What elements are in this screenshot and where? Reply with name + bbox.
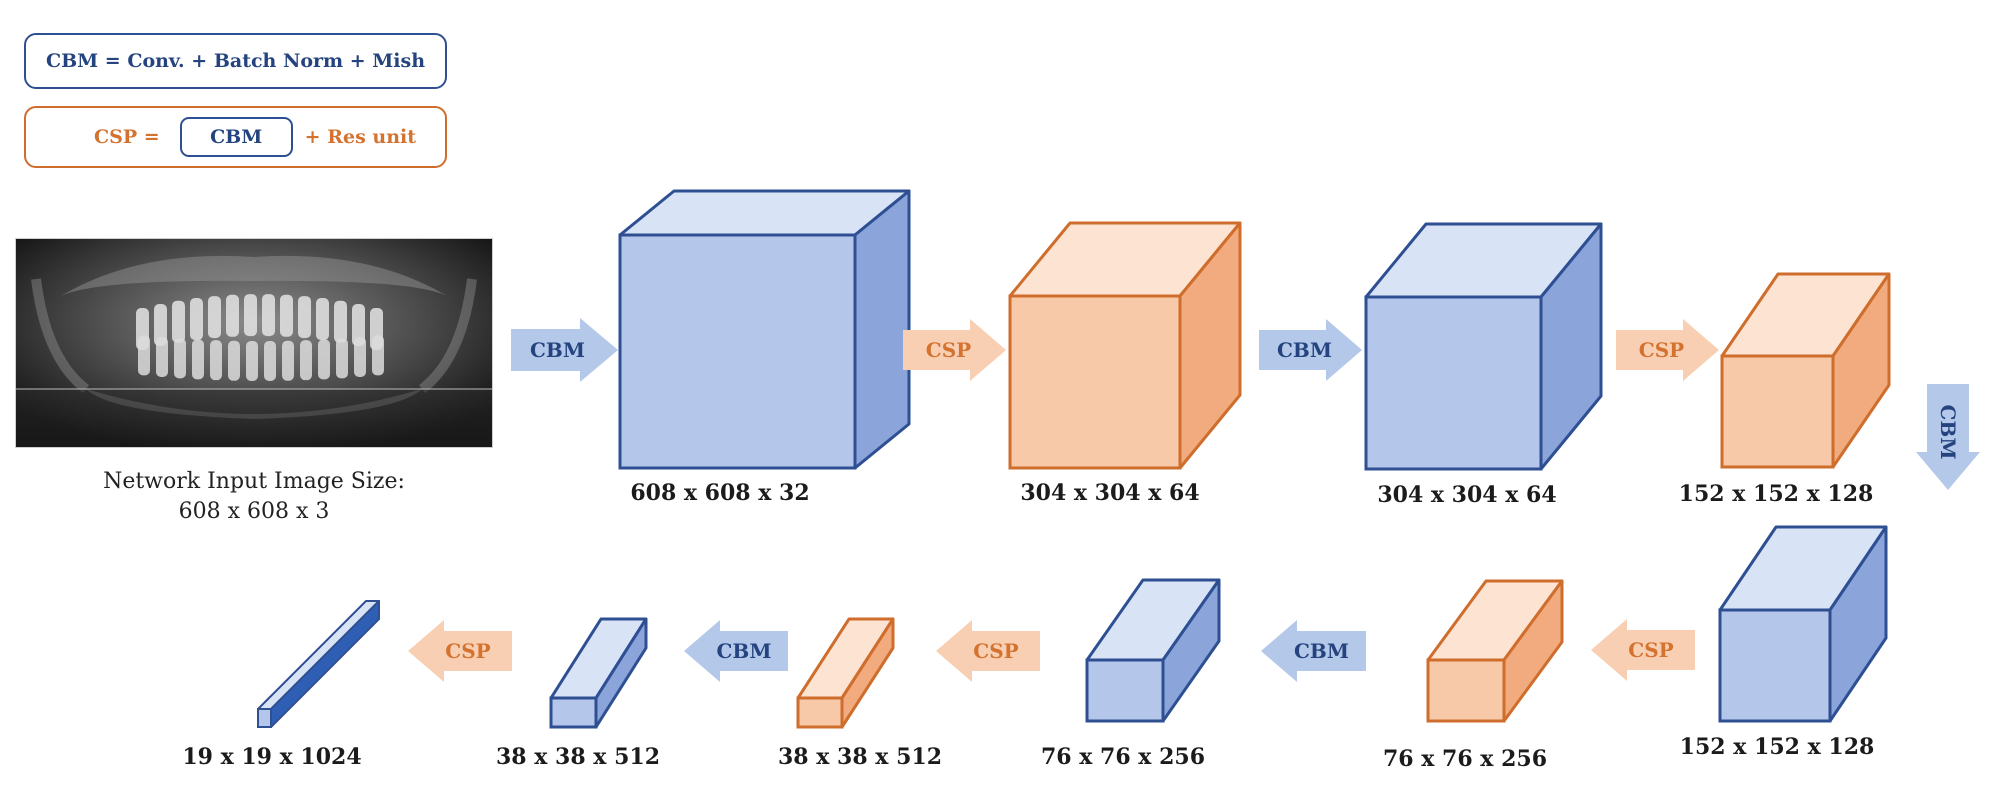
cube-front-face [1008, 294, 1182, 470]
arrow-a7-cbm [1261, 620, 1366, 682]
panoramic-xray-graphic [16, 239, 492, 447]
cube-front-face [618, 233, 857, 470]
legend-csp-cbm-block: CBM [179, 117, 293, 157]
operation-label-a5: CBM [1936, 404, 1960, 460]
operation-label-a4: CSP [1638, 338, 1685, 362]
arrow-a3-cbm [1259, 319, 1362, 381]
feature-map-b5 [1718, 525, 1888, 723]
cube-front-face [1085, 658, 1165, 723]
dimension-label-b2: 304 x 304 x 64 [1020, 480, 1200, 506]
feature-map-b7 [1085, 578, 1221, 723]
legend-csp-prefix: CSP = [94, 126, 160, 148]
input-xray-image [15, 238, 493, 448]
legend-csp-suffix: + Res unit [304, 126, 417, 148]
cube-front-face [1426, 658, 1506, 723]
cube-front-face [1720, 354, 1835, 469]
input-size-caption: Network Input Image Size: 608 x 608 x 3 [15, 467, 493, 527]
feature-map-b2 [1008, 221, 1242, 470]
feature-map-b8 [796, 617, 895, 729]
operation-label-a1: CBM [530, 338, 585, 362]
operation-label-a3: CBM [1277, 338, 1332, 362]
feature-map-b6 [1426, 579, 1564, 723]
dimension-label-b1: 608 x 608 x 32 [630, 480, 810, 506]
cube-side-face [270, 600, 380, 728]
dimension-label-b7: 76 x 76 x 256 [1040, 744, 1206, 770]
cube-top-face [257, 600, 380, 710]
dimension-label-b4: 152 x 152 x 128 [1678, 481, 1874, 507]
arrow-a1-cbm [511, 318, 618, 382]
feature-map-b10 [257, 600, 380, 728]
arrow-a10-csp [408, 620, 512, 682]
cube-front-face [549, 696, 598, 729]
dimension-label-b8: 38 x 38 x 512 [777, 744, 943, 770]
cube-front-face [257, 708, 272, 728]
legend-cbm-text: CBM = Conv. + Batch Norm + Mish [45, 50, 426, 72]
dimension-label-b5: 152 x 152 x 128 [1679, 734, 1875, 760]
feature-map-b9 [549, 617, 648, 729]
legend-csp-definition: CSP = CBM + Res unit [24, 106, 447, 168]
dimension-label-b6: 76 x 76 x 256 [1382, 746, 1548, 772]
feature-map-b4 [1720, 272, 1891, 469]
operation-label-a10: CSP [445, 639, 491, 663]
cube-front-face [1718, 608, 1832, 723]
feature-map-b3 [1364, 222, 1603, 471]
operation-label-a7: CBM [1294, 639, 1349, 663]
dimension-label-b3: 304 x 304 x 64 [1377, 482, 1557, 508]
operation-label-a6: CSP [1628, 638, 1674, 662]
cube-front-face [1364, 295, 1543, 471]
operation-label-a8: CSP [973, 639, 1019, 663]
arrow-a6-csp [1591, 619, 1695, 681]
cube-side-face [853, 189, 911, 470]
input-caption-size: 608 x 608 x 3 [178, 499, 330, 524]
operation-label-a2: CSP [925, 338, 972, 362]
arrow-a9-cbm [684, 620, 788, 682]
feature-map-b1 [618, 189, 911, 470]
arrow-a4-csp [1616, 319, 1719, 381]
cube-front-face [796, 696, 844, 729]
dimension-label-b9: 38 x 38 x 512 [495, 744, 661, 770]
arrow-a2-csp [903, 319, 1006, 381]
arrow-a5-cbm [1916, 384, 1980, 490]
arrow-a8-csp [936, 620, 1040, 682]
legend-cbm-definition: CBM = Conv. + Batch Norm + Mish [24, 33, 447, 89]
operation-label-a9: CBM [716, 639, 772, 663]
dimension-label-b10: 19 x 19 x 1024 [182, 744, 362, 770]
input-caption-title: Network Input Image Size: [103, 469, 405, 494]
